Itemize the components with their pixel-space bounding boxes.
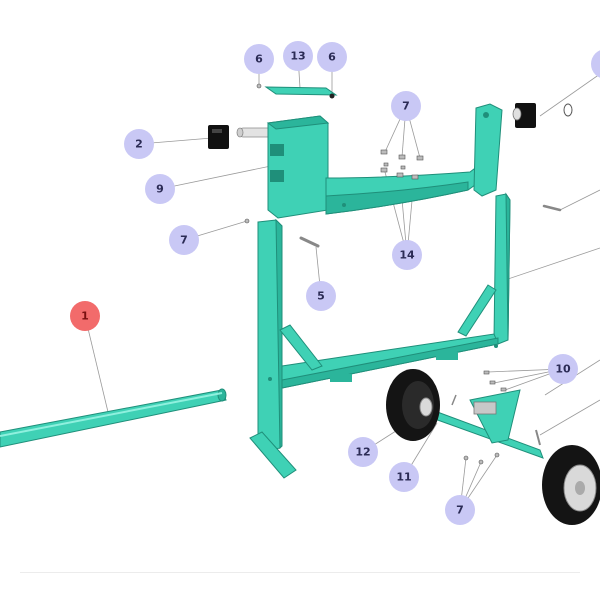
callout-6-right-label: 6 [328,51,336,64]
stand-frame [249,192,511,479]
callout-6-left: 6 [244,44,274,74]
wheel-axle [431,370,544,465]
axle-pin [236,127,277,138]
callout-7-left-label: 7 [180,234,188,247]
callout-14: 14 [392,240,422,270]
callout-2: 2 [124,129,154,159]
callout-11: 11 [389,462,419,492]
bolt-set-top [380,149,424,180]
callout-partial-right [591,50,600,78]
cover-plate [256,83,338,99]
callout-7-top-label: 7 [402,100,410,113]
handle-tube [0,388,227,448]
left-bracket [208,125,229,149]
wheel-right [542,445,600,525]
rod-pin [244,204,562,248]
callout-5: 5 [306,281,336,311]
callout-7-bottom-label: 7 [456,504,464,517]
callout-5-label: 5 [317,290,325,303]
wheel-left [386,369,440,441]
callout-10-label: 10 [555,363,571,376]
top-frame [266,103,503,219]
callout-10: 10 [548,354,578,384]
callout-1: 1 [70,301,100,331]
callouts: 1 2 5 6 6 7 7 7 [70,41,600,525]
callout-1-label: 1 [81,310,89,323]
callout-7-bottom: 7 [445,495,475,525]
callout-12: 12 [348,437,378,467]
callout-13-label: 13 [290,50,305,63]
right-bracket [512,103,573,128]
callout-7-left: 7 [169,225,199,255]
callout-6-left-label: 6 [255,53,263,66]
callout-9: 9 [145,174,175,204]
callout-6-right: 6 [317,42,347,72]
callout-7-top: 7 [391,91,421,121]
callout-14-label: 14 [399,249,415,262]
callout-2-label: 2 [135,138,143,151]
bottom-divider [20,572,580,573]
callout-13: 13 [283,41,313,71]
callout-9-label: 9 [156,183,164,196]
callout-11-label: 11 [396,471,411,484]
callout-12-label: 12 [355,446,370,459]
